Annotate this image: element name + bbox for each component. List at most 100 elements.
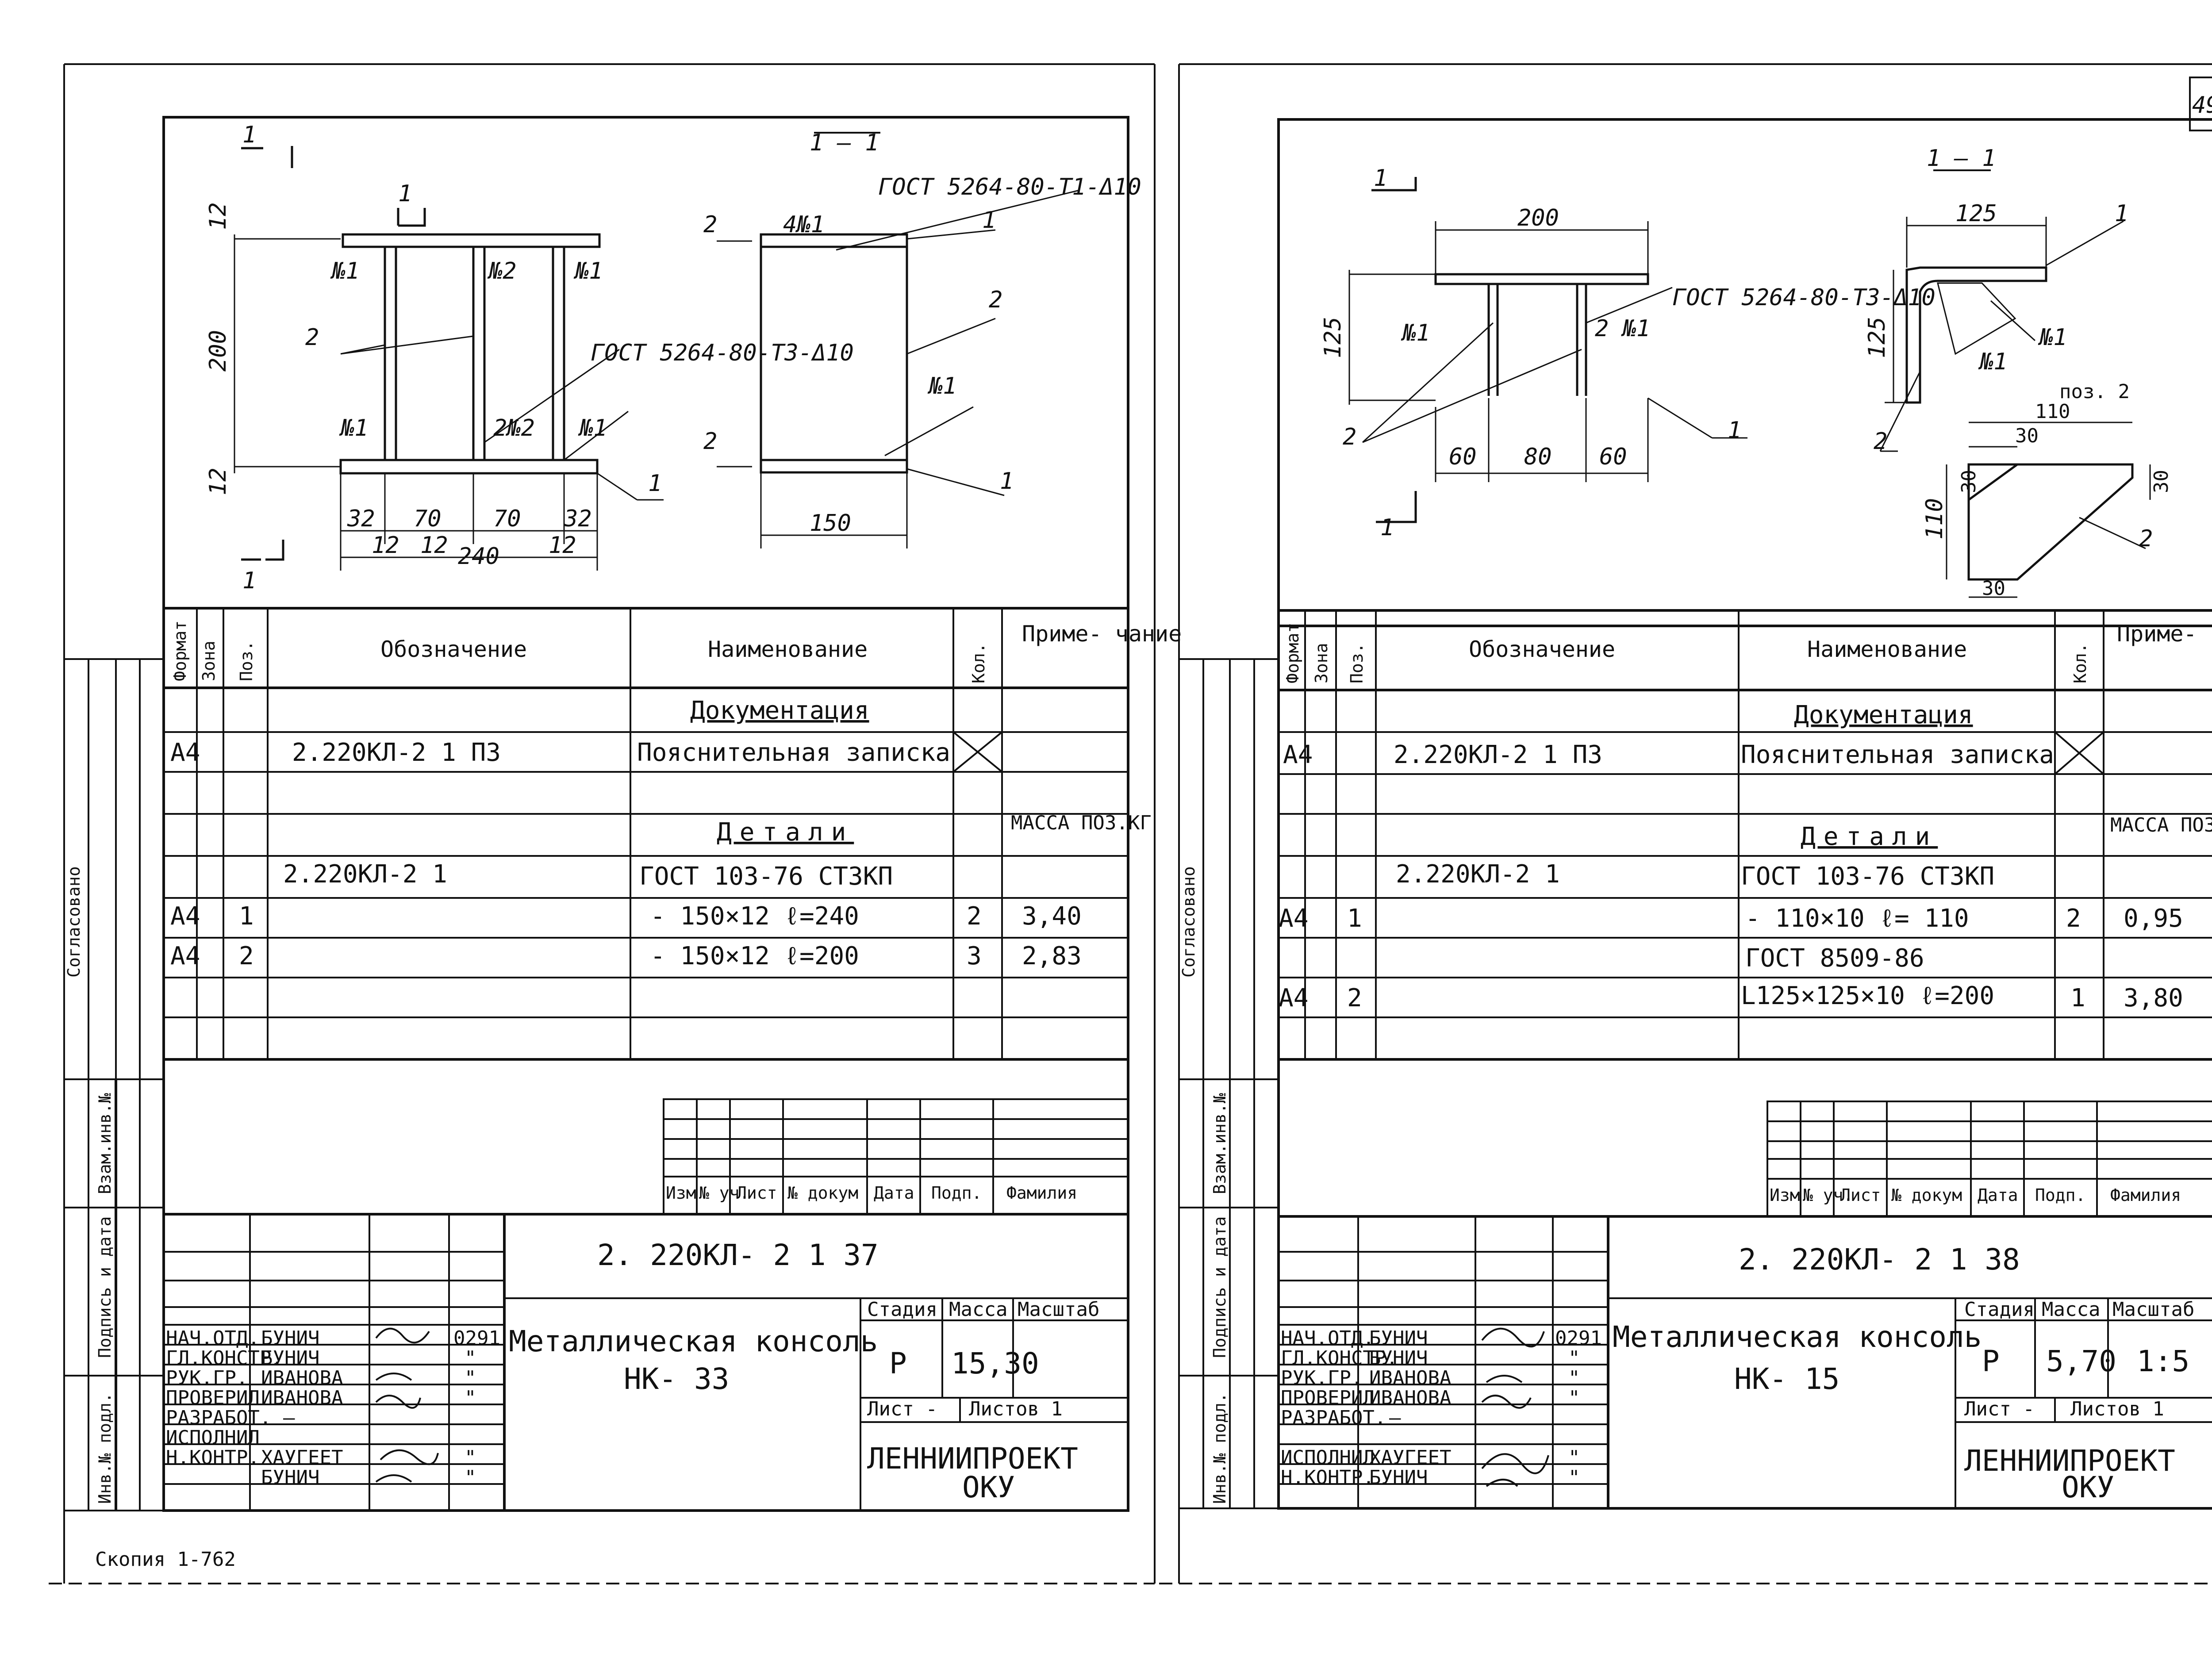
left-dim-12-bottom: 12 bbox=[205, 468, 231, 495]
right-angle-pos2: 2 bbox=[1874, 428, 1887, 455]
left-row1-qty: 2 bbox=[967, 902, 982, 931]
left-dim-12-c: 12 bbox=[372, 532, 399, 559]
right-row2-mass: 3,80 bbox=[2124, 984, 2183, 1012]
right-rev-uch: № уч. bbox=[1803, 1185, 1853, 1205]
left-name-0: БУНИЧ bbox=[261, 1327, 319, 1350]
left-rev-sign: Подп. bbox=[931, 1183, 982, 1203]
left-dim-70-a: 70 bbox=[414, 506, 442, 532]
left-row-gost-code: 2.220КЛ-2 1 bbox=[283, 860, 447, 889]
right-subtitle: НК- 15 bbox=[1734, 1362, 1839, 1396]
left-pos2-label: 2 bbox=[305, 324, 319, 351]
right-row-details-note: МАССА ПОЗ.КГ bbox=[2110, 814, 2212, 836]
right-rev-list: Лист bbox=[1840, 1185, 1881, 1205]
right-section-mark-bottom: 1 bbox=[1380, 514, 1394, 541]
left-row1-mass: 3,40 bbox=[1022, 902, 1082, 931]
right-dim-125-b: 125 bbox=[1955, 200, 1997, 227]
left-row1-name: - 150×12 ℓ=240 bbox=[650, 902, 859, 931]
right-role-5: ИСПОЛНИЛ bbox=[1281, 1446, 1375, 1469]
right-sheet-label: Лист - bbox=[1964, 1398, 2035, 1420]
right-side-agreed: Согласовано bbox=[1179, 866, 1198, 978]
left-scale-header: Масштаб bbox=[1018, 1298, 1099, 1321]
right-dim-110-a: 110 bbox=[2035, 400, 2070, 423]
right-row1-mass: 0,95 bbox=[2124, 904, 2183, 933]
left-role-1: ГЛ.КОНСТР. bbox=[166, 1347, 283, 1369]
right-row-details-heading: Детали bbox=[1801, 822, 1938, 851]
left-section-title: 1 — 1 bbox=[810, 130, 879, 156]
right-role-3: ПРОВЕРИЛ bbox=[1281, 1387, 1375, 1409]
right-dim-80: 80 bbox=[1524, 444, 1552, 470]
left-rev-doc: № докум bbox=[787, 1183, 858, 1203]
left-sheets-label: Листов 1 bbox=[969, 1398, 1063, 1420]
right-dim-125-c: 125 bbox=[1864, 317, 1890, 358]
left-side-replace: Взам.инв.№ bbox=[95, 1093, 115, 1194]
left-dim-32-a: 32 bbox=[347, 506, 375, 532]
right-row1-qty: 2 bbox=[2066, 904, 2081, 933]
right-row2-qty: 1 bbox=[2070, 984, 2085, 1012]
right-rev-date: Дата bbox=[1978, 1185, 2018, 1205]
left-dim-12-d: 12 bbox=[420, 532, 448, 559]
right-rev-izm: Изм bbox=[1770, 1185, 1800, 1205]
right-row-gost2-name: ГОСТ 8509-86 bbox=[1745, 944, 1924, 973]
right-date-0: 0291 bbox=[1555, 1327, 1602, 1350]
right-row-gost-code: 2.220КЛ-2 1 bbox=[1396, 860, 1560, 889]
right-role-4: РАЗРАБОТ. bbox=[1281, 1407, 1386, 1429]
right-org-sub: ОКУ bbox=[2062, 1470, 2114, 1504]
right-date-1: " bbox=[1568, 1347, 1580, 1369]
left-mass-value: 15,30 bbox=[951, 1346, 1039, 1381]
left-weld-n2-a: №2 bbox=[487, 258, 517, 284]
left-weld-n1-c: №1 bbox=[339, 415, 369, 441]
left-row2-name: - 150×12 ℓ=200 bbox=[650, 942, 859, 970]
left-role-0: НАЧ.ОТД. bbox=[166, 1327, 260, 1350]
left-title: Металлическая консоль bbox=[509, 1324, 878, 1358]
left-col-name: Наименование bbox=[708, 637, 868, 662]
right-mass-header: Масса bbox=[2042, 1298, 2100, 1321]
right-dim-30-c: 30 bbox=[1982, 577, 2005, 600]
left-col-format: Формат bbox=[170, 621, 190, 681]
left-role-6: Н.КОНТР. bbox=[166, 1446, 260, 1469]
left-rev-surname: Фамилия bbox=[1006, 1183, 1077, 1203]
left-name-3: ИВАНОВА bbox=[261, 1387, 343, 1409]
right-side-inv: Инв.№ подл. bbox=[1210, 1392, 1229, 1504]
right-dim-30-d: 30 bbox=[2150, 470, 2173, 493]
left-row2-format: А4 bbox=[170, 942, 200, 970]
left-dim-70-b: 70 bbox=[493, 506, 521, 532]
right-row1-name: - 110×10 ℓ= 110 bbox=[1745, 904, 1969, 933]
right-weld-2n1: 2 №1 bbox=[1595, 315, 1650, 342]
left-stage-header: Стадия bbox=[867, 1298, 937, 1321]
right-name-0: БУНИЧ bbox=[1369, 1327, 1428, 1350]
left-weld-main-label: ГОСТ 5264-80-Т1-Δ10 bbox=[878, 174, 1141, 200]
left-row2-mass: 2,83 bbox=[1022, 942, 1082, 970]
left-dim-12-e: 12 bbox=[549, 532, 576, 559]
left-col-code: Обозначение bbox=[380, 637, 527, 662]
right-col-format: Формат bbox=[1283, 623, 1302, 683]
right-name-2: ИВАНОВА bbox=[1369, 1367, 1451, 1389]
right-name-5: ХАУГЕЕТ bbox=[1369, 1446, 1451, 1469]
right-col-pos: Поз. bbox=[1347, 643, 1367, 683]
left-date-2: " bbox=[465, 1367, 476, 1389]
left-side-sign-date: Подпись и дата bbox=[95, 1216, 115, 1358]
right-side-replace: Взам.инв.№ bbox=[1210, 1093, 1229, 1194]
right-weld-n1-angle-a: №1 bbox=[2038, 324, 2067, 351]
right-row-note-code: 2.220КЛ-2 1 ПЗ bbox=[1394, 740, 1602, 769]
right-row2-pos: 2 bbox=[1347, 984, 1362, 1012]
left-row-note-format: А4 bbox=[170, 738, 200, 767]
left-row-note-code: 2.220КЛ-2 1 ПЗ bbox=[292, 738, 501, 767]
right-stage-value: Р bbox=[1982, 1344, 2000, 1378]
left-name-2: ИВАНОВА bbox=[261, 1367, 343, 1389]
left-dim-12-top: 12 bbox=[205, 202, 231, 230]
left-section-mark-view: 1 bbox=[398, 180, 412, 207]
left-name-6: БУНИЧ bbox=[261, 1466, 319, 1489]
right-rev-surname: Фамилия bbox=[2110, 1185, 2181, 1205]
left-side-pos2-label: 2 bbox=[989, 287, 1002, 313]
right-dim-60-a: 60 bbox=[1449, 444, 1477, 470]
left-dim-240: 240 bbox=[458, 543, 499, 570]
right-row-note-format: А4 bbox=[1283, 740, 1313, 769]
left-side-pos1-bottom: 1 bbox=[1000, 468, 1014, 495]
left-row-note-name: Пояснительная записка bbox=[637, 738, 950, 767]
right-weld-n1: №1 bbox=[1401, 320, 1430, 346]
left-name-4: — bbox=[283, 1407, 295, 1429]
left-side-agreed: Согласовано bbox=[64, 866, 84, 978]
left-row2-pos: 2 bbox=[239, 942, 254, 970]
right-role-1: ГЛ.КОНСТР. bbox=[1281, 1347, 1398, 1369]
left-row1-pos: 1 bbox=[239, 902, 254, 931]
